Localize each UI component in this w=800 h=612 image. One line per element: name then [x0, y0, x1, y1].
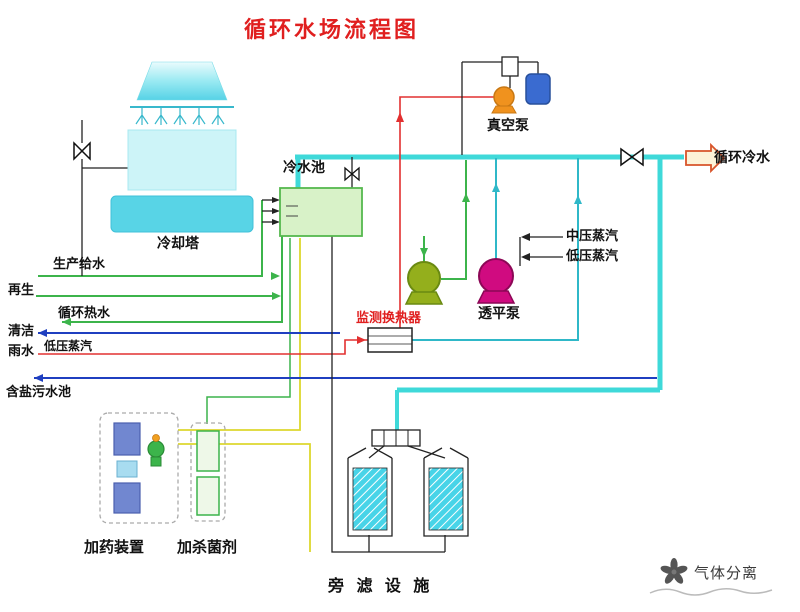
arrow-green-pump-down: [420, 248, 428, 257]
arrow-red-vacuum-up: [396, 112, 404, 122]
arrow-green-hotwater: [62, 318, 71, 326]
arrow-red-steam-right: [357, 336, 366, 344]
arrow-green-pump-up: [462, 193, 470, 202]
label-turbine-pump: 透平泵: [478, 305, 520, 321]
arrow-teal-up-2: [492, 183, 500, 192]
arrow-pool-inlet-1: [272, 197, 280, 203]
cooling-tower: [110, 61, 254, 233]
arrow-blue-sewage-left: [34, 374, 43, 382]
cold-water-pool: [279, 187, 363, 237]
arrow-steam-mid-left: [521, 233, 530, 241]
watermark-label: 气体分离: [694, 565, 759, 582]
vacuum-pump-unit: [491, 56, 551, 114]
label-mid-pressure-steam: 中压蒸汽: [566, 228, 619, 243]
filter-media-2: [428, 467, 464, 531]
side-filter-unit: [347, 429, 469, 537]
diagram-title: 循环水场流程图: [244, 17, 420, 42]
pipe-yellow-dosing: [178, 238, 311, 552]
label-clean: 清洁: [8, 323, 35, 338]
label-monitor-heat-exchanger: 监测换热器: [356, 310, 422, 325]
label-cooling-tower: 冷却塔: [157, 235, 199, 251]
dosing-pump-icon: [147, 440, 165, 458]
arrow-pool-inlet-3: [272, 219, 280, 225]
valve-pool-riser-icon: [344, 166, 360, 182]
spray-nozzles-icon: [135, 107, 225, 125]
pipe-green-lines: [36, 160, 467, 424]
label-production-feed-water: 生产给水: [53, 256, 106, 271]
arrow-steam-low-left: [521, 253, 530, 261]
label-rain-water: 雨水: [8, 343, 35, 358]
pipe-red-lines: [38, 96, 494, 355]
label-dosing-device: 加药装置: [84, 539, 145, 556]
arrow-teal-up-1: [574, 195, 582, 204]
circulating-pump-green: [404, 261, 444, 305]
vacuum-tank: [525, 73, 551, 105]
valve-feedwater-icon: [73, 141, 91, 161]
label-regeneration: 再生: [8, 282, 35, 297]
fan-logo-icon: [660, 558, 688, 584]
outlet-arrow-icon: [685, 142, 726, 174]
filter-media-1: [352, 467, 388, 531]
turbine-pump: [476, 258, 516, 304]
monitor-heat-exchanger: [367, 327, 413, 353]
label-low-pressure-steam: 低压蒸汽: [566, 248, 619, 263]
label-salty-sewage-pool: 含盐污水池: [6, 384, 72, 399]
watermark-underline: [649, 588, 773, 596]
label-biocide-device: 加杀菌剂: [177, 539, 238, 556]
arrow-feedwater-right: [271, 272, 280, 280]
arrow-blue-clean-left: [38, 329, 47, 337]
valve-main-line-icon: [620, 147, 644, 167]
arrow-green-regen: [272, 292, 281, 300]
pipe-teal-returns: [412, 158, 579, 341]
biocide-device-unit: [190, 422, 226, 522]
dosing-device-unit: [99, 412, 179, 524]
label-side-filter: 旁 滤 设 施: [328, 578, 434, 595]
pipe-black-lines: [81, 61, 563, 553]
label-circulating-hot-water: 循环热水: [58, 305, 111, 320]
pipe-blue-drains: [34, 332, 657, 379]
label-circulating-cold-water: 循环冷水: [714, 149, 770, 165]
arrow-pool-inlet-2: [272, 208, 280, 214]
pipe-main-cold-water: [295, 154, 684, 430]
label-cold-pool: 冷水池: [283, 159, 325, 175]
label-vacuum-pump: 真空泵: [487, 117, 529, 133]
label-low-pressure-steam-left: 低压蒸汽: [44, 339, 93, 353]
